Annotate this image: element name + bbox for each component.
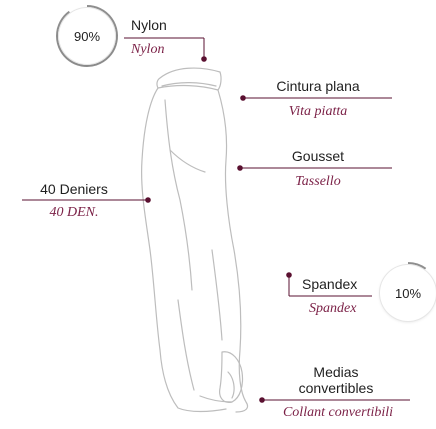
waist-label-italian: Vita piatta xyxy=(248,104,388,120)
tights-outline-illustration xyxy=(142,68,248,412)
nylon-label-italian: Nylon xyxy=(131,42,164,58)
spandex-percentage: 10% xyxy=(395,286,421,301)
nylon-leader-dot xyxy=(202,57,207,62)
convertible-label-line1: Medias xyxy=(278,364,394,380)
nylon-label: Nylon xyxy=(131,17,167,33)
convertible-leader-dot xyxy=(260,398,265,403)
spandex-label: Spandex xyxy=(302,276,357,292)
gusset-leader-dot xyxy=(238,166,243,171)
gusset-label-italian: Tassello xyxy=(248,174,388,190)
convertible-label-italian: Collant convertibili xyxy=(266,405,410,421)
convertible-label-line2: convertibles xyxy=(278,380,394,396)
spandex-percentage-badge: 10% xyxy=(380,265,436,321)
nylon-percentage: 90% xyxy=(74,29,100,44)
nylon-percentage-badge: 90% xyxy=(59,8,115,64)
waist-leader-dot xyxy=(241,96,246,101)
spandex-leader-dot xyxy=(287,273,292,278)
denier-label-italian: 40 DEN. xyxy=(24,205,124,221)
spandex-label-italian: Spandex xyxy=(309,301,356,317)
waist-label: Cintura plana xyxy=(248,78,388,94)
denier-leader-dot xyxy=(146,198,151,203)
denier-label: 40 Deniers xyxy=(24,181,124,197)
gusset-label: Gousset xyxy=(248,148,388,164)
